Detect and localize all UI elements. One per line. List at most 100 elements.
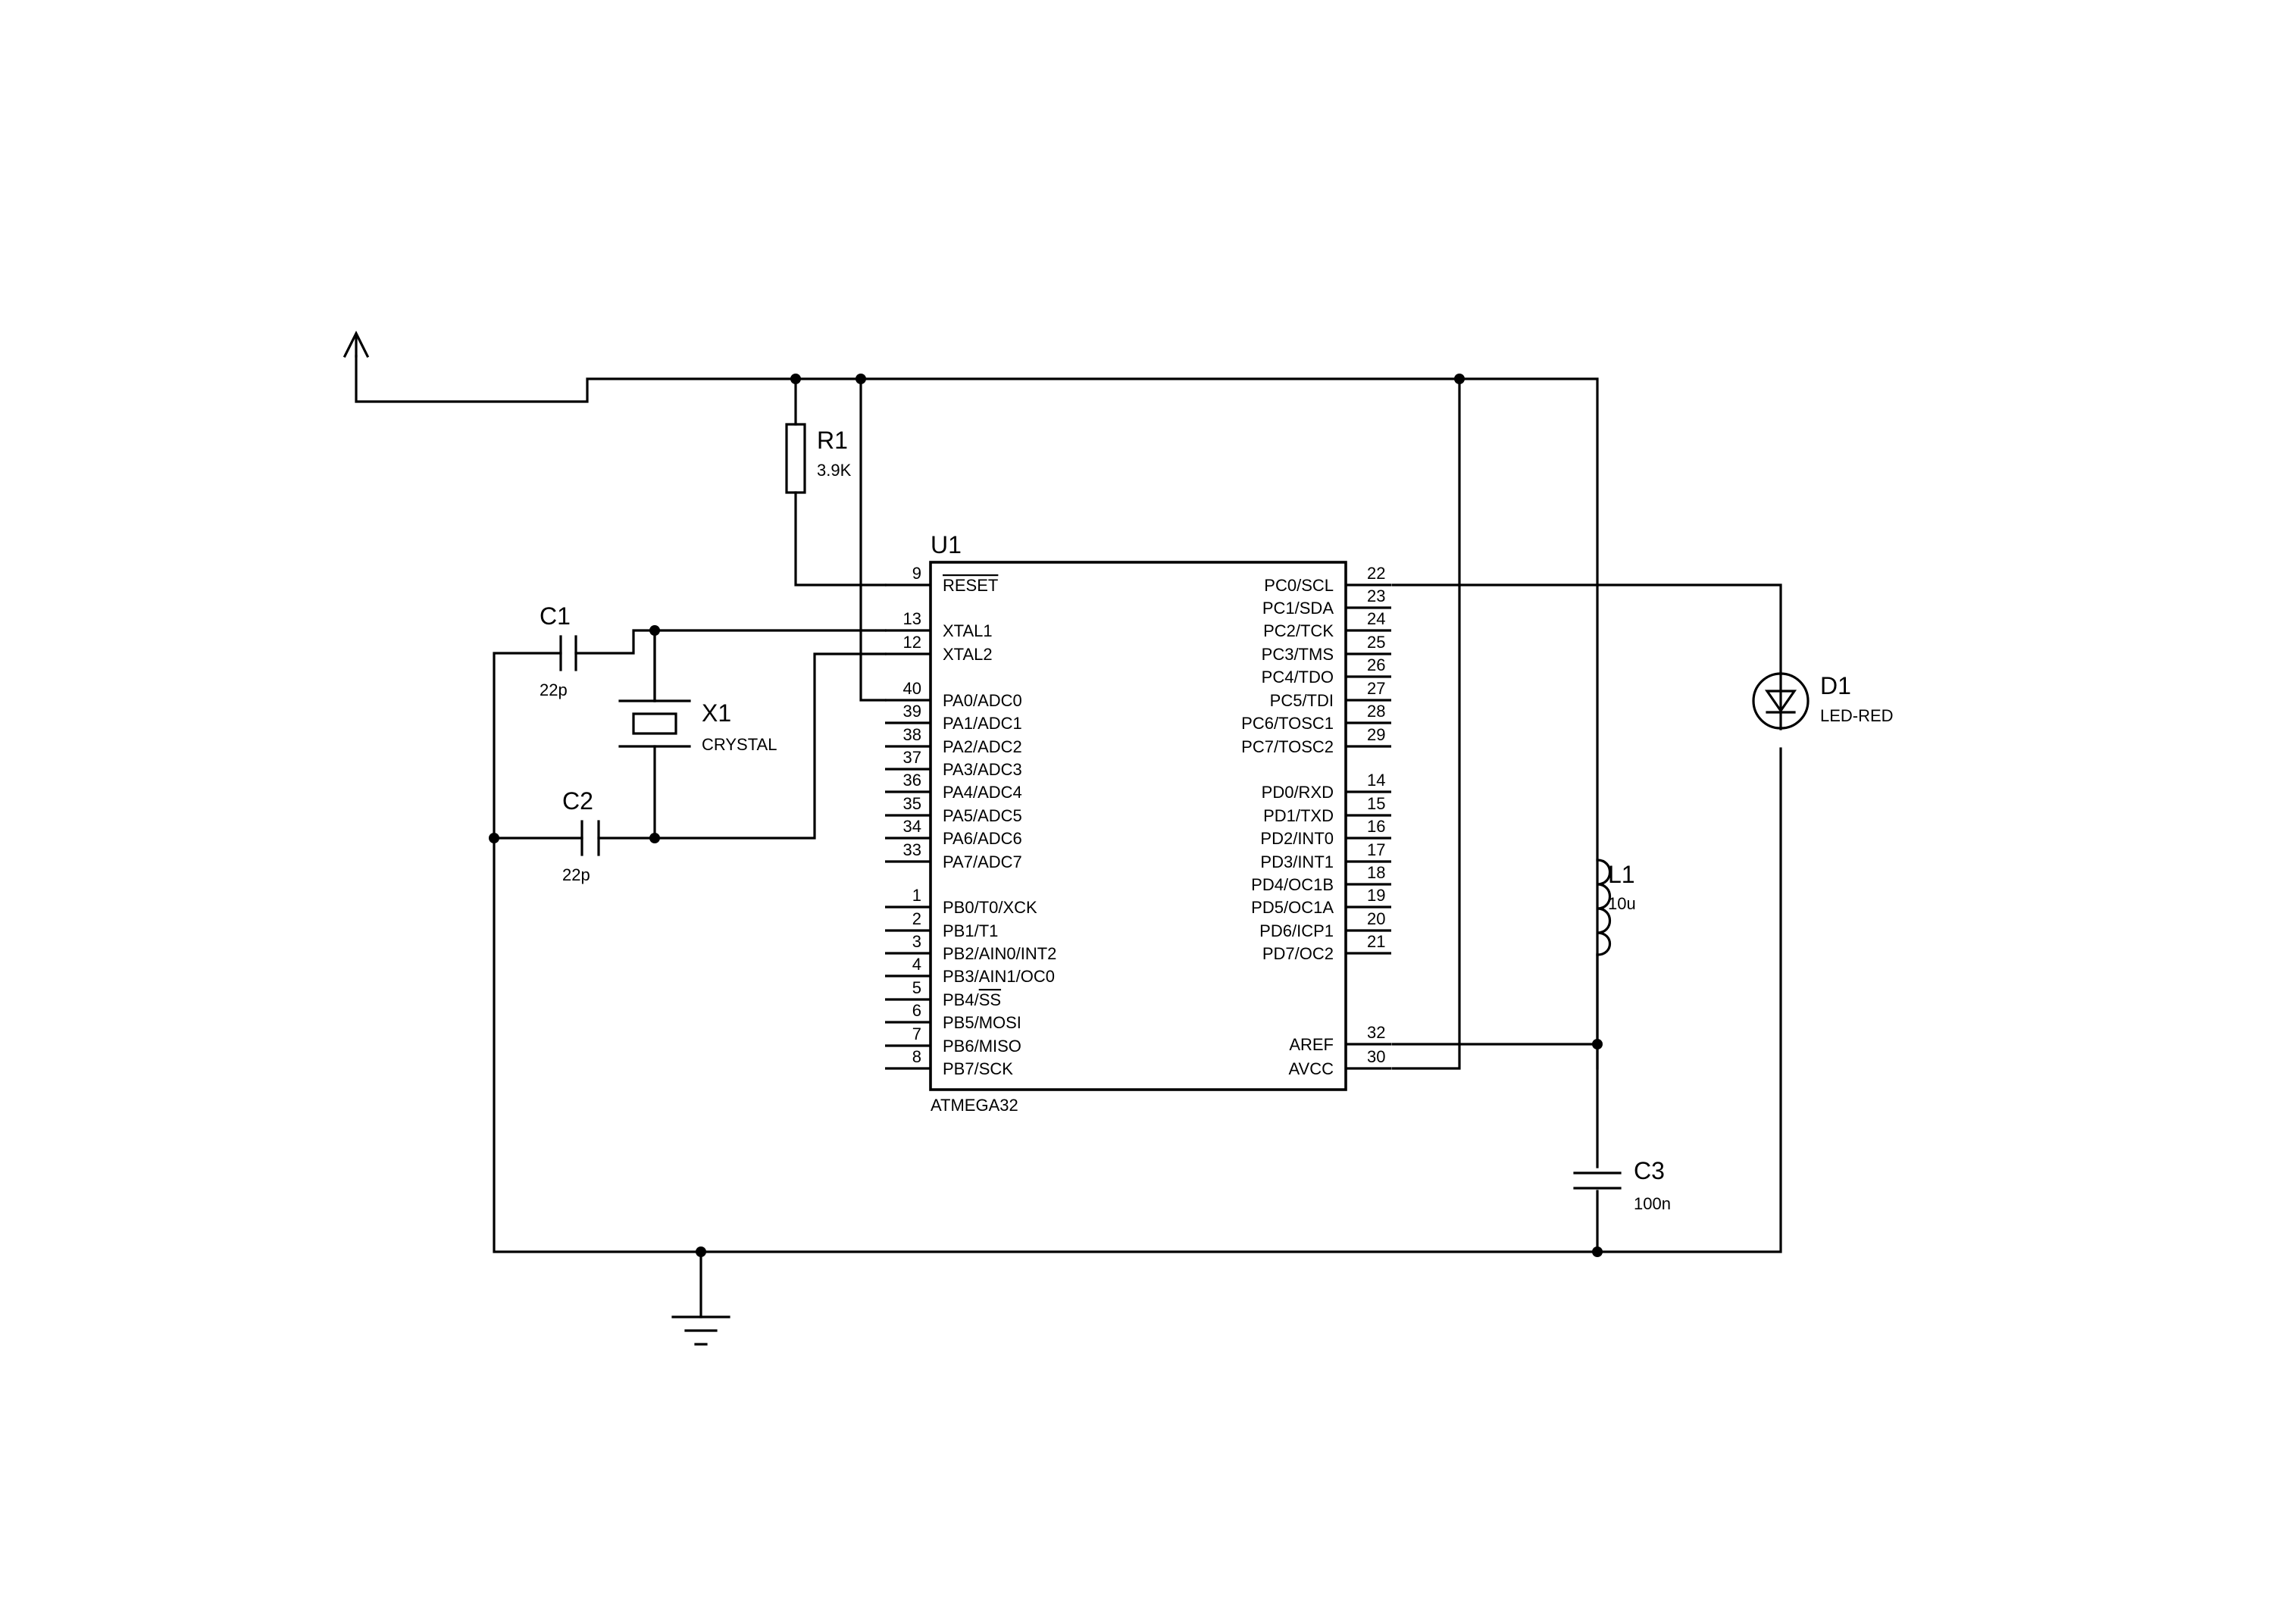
pin-number: 25 (1367, 633, 1385, 652)
pin-number: 34 (903, 817, 921, 836)
pin-number: 33 (903, 840, 921, 859)
pin-number: 5 (912, 978, 921, 997)
d1-value: LED-RED (1820, 706, 1894, 725)
pin-number: 19 (1367, 886, 1385, 905)
inductor-l1: L1 10u (1596, 859, 1636, 956)
pin-number: 40 (903, 679, 921, 698)
junctions (489, 374, 1603, 1257)
pin-label: PC7/TOSC2 (1241, 737, 1334, 756)
pin-label: PA6/ADC6 (943, 829, 1022, 848)
wire-pa0-rail (859, 377, 887, 702)
pin-number: 36 (903, 771, 921, 790)
pin-label: PC1/SDA (1262, 599, 1334, 618)
wires (355, 355, 1782, 1318)
pin-label: PA0/ADC0 (943, 691, 1022, 710)
pin-number: 12 (903, 633, 921, 652)
resistor-r1: R1 3.9K (785, 423, 852, 494)
pin-label: PC3/TMS (1262, 645, 1334, 664)
pin-number: 7 (912, 1024, 921, 1043)
pin-label: PC2/TCK (1263, 621, 1334, 640)
junction-dot (1592, 1246, 1603, 1257)
pin-number: 23 (1367, 586, 1385, 605)
pin-label: PD0/RXD (1262, 783, 1334, 802)
capacitor-c2: C2 22p (562, 787, 600, 884)
pin-label: AVCC (1289, 1059, 1334, 1078)
junction-dot (1454, 374, 1465, 384)
pin-label: PA5/ADC5 (943, 806, 1022, 825)
led-icon (1752, 671, 1810, 730)
pin-number: 3 (912, 932, 921, 951)
pin-number: 6 (912, 1001, 921, 1020)
pin-label: PB5/MOSI (943, 1013, 1021, 1032)
pin-label: PB3/AIN1/OC0 (943, 967, 1055, 986)
pin-number: 8 (912, 1047, 921, 1066)
x1-ref: X1 (702, 699, 731, 727)
pin-number: 37 (903, 748, 921, 767)
junction-dot (649, 833, 660, 843)
pin-number: 18 (1367, 863, 1385, 882)
pin-number: 35 (903, 794, 921, 813)
pin-label: PB6/MISO (943, 1037, 1021, 1056)
capacitor-c3: C3 100n (1573, 1157, 1671, 1213)
crystal-x1: X1 CRYSTAL (618, 629, 777, 754)
wire-c1-left (493, 652, 1782, 1253)
capacitor-icon (1573, 1171, 1622, 1190)
pin-label: AREF (1289, 1035, 1334, 1054)
x1-value: CRYSTAL (702, 735, 777, 754)
c1-value: 22p (540, 680, 568, 699)
pin-label: PD7/OC2 (1262, 944, 1334, 963)
pin-label: PC5/TDI (1270, 691, 1334, 710)
ic-u1: U1 ATMEGA32 9RESET13XTAL112XTAL240PA0/AD… (885, 531, 1391, 1115)
pin-number: 20 (1367, 909, 1385, 928)
pin-number: 16 (1367, 817, 1385, 836)
c2-value: 22p (562, 865, 590, 884)
crystal-icon (618, 629, 691, 748)
pin-number: 30 (1367, 1047, 1385, 1066)
pin-label: PA3/ADC3 (943, 760, 1022, 779)
pin-number: 27 (1367, 679, 1385, 698)
pin-label: XTAL1 (943, 621, 993, 640)
ic-body (929, 561, 1347, 1091)
resistor-icon (785, 423, 806, 494)
l1-ref: L1 (1608, 861, 1635, 888)
pin-number: 22 (1367, 564, 1385, 583)
c3-value: 100n (1634, 1194, 1671, 1213)
d1-ref: D1 (1820, 672, 1851, 699)
led-d1: D1 LED-RED (1752, 671, 1894, 730)
pin-label: PA7/ADC7 (943, 852, 1022, 871)
c3-ref: C3 (1634, 1157, 1665, 1184)
pin-number: 29 (1367, 725, 1385, 744)
r1-value: 3.9K (817, 461, 852, 480)
wire-xtal2 (653, 652, 887, 840)
pin-label: PB4/SS (943, 990, 1001, 1009)
pin-number: 14 (1367, 771, 1385, 790)
pin-label: PA1/ADC1 (943, 714, 1022, 733)
pin-label: PD4/OC1B (1251, 875, 1334, 894)
pin-label: PA4/ADC4 (943, 783, 1022, 802)
u1-ref: U1 (931, 531, 962, 558)
junction-dot (790, 374, 801, 384)
